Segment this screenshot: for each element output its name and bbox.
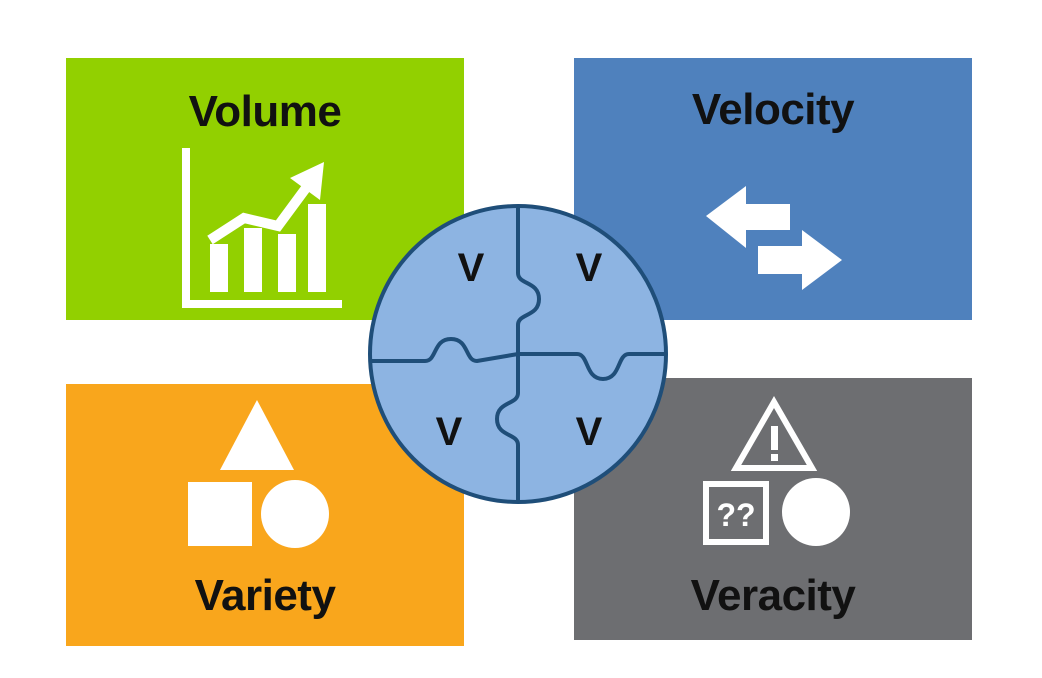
square-icon <box>188 482 252 546</box>
uncertainty-icon: ?? <box>703 395 850 546</box>
growth-chart-icon <box>182 148 342 308</box>
bidirectional-arrows-icon <box>706 186 842 290</box>
shapes-icon <box>188 400 329 548</box>
puzzle-circle: V V V V <box>368 204 668 504</box>
veracity-label: Veracity <box>690 571 856 620</box>
svg-text:??: ?? <box>716 497 755 533</box>
puzzle-piece-top-left: V <box>458 246 485 290</box>
puzzle-piece-top-right: V <box>576 246 603 290</box>
triangle-icon <box>220 400 294 470</box>
volume-label: Volume <box>188 87 342 136</box>
puzzle-piece-bottom-right: V <box>576 410 603 454</box>
variety-label: Variety <box>194 571 336 620</box>
puzzle-piece-bottom-left: V <box>436 410 463 454</box>
circle-icon <box>261 480 329 548</box>
veracity-quadrant: Veracity ?? <box>574 378 972 640</box>
warning-triangle-icon <box>730 395 818 471</box>
velocity-label: Velocity <box>691 85 855 134</box>
volume-quadrant: Volume <box>66 58 464 320</box>
circle-icon <box>782 478 850 546</box>
question-box-icon: ?? <box>703 481 769 545</box>
